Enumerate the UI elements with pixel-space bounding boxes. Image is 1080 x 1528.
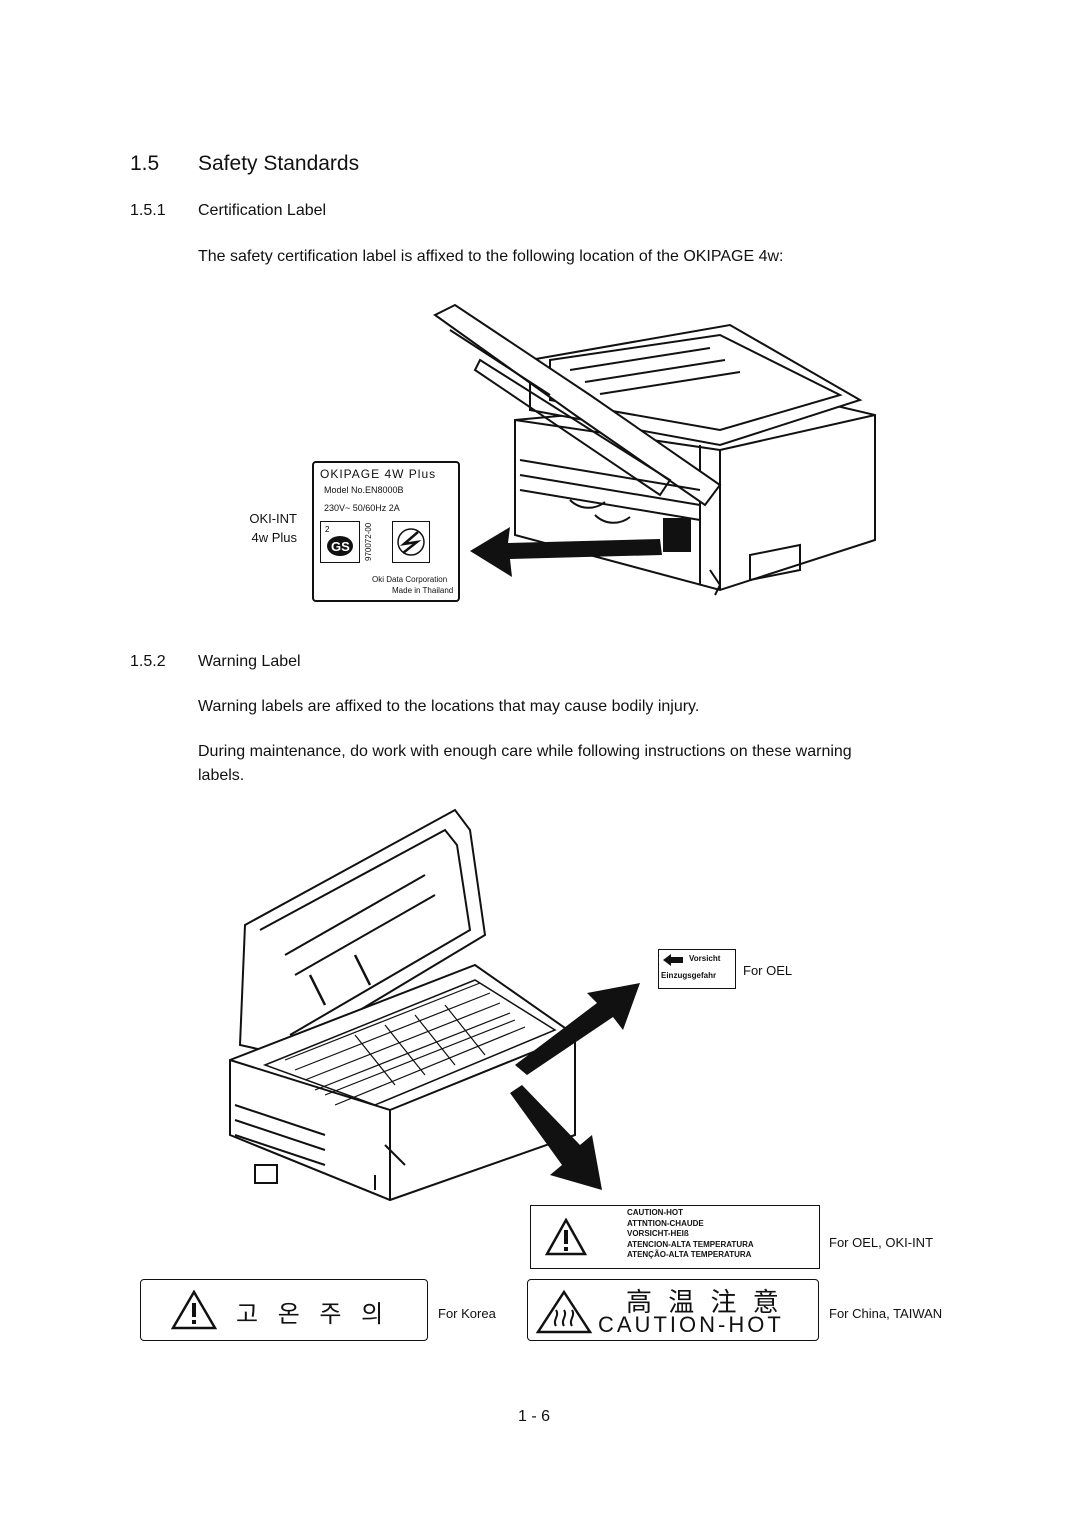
warning-para1: Warning labels are affixed to the locati… (198, 698, 700, 715)
subsection-heading-warning: 1.5.2 Warning Label (130, 653, 301, 671)
subsection-number: 1.5.2 (130, 653, 166, 670)
oel-label-line1: Vorsicht (689, 954, 721, 963)
arrow-to-cert-label (470, 527, 662, 577)
hot-label-l5: ATENÇÃO-ALTA TEMPERATURA (627, 1250, 752, 1259)
arrow-to-hot-label (510, 1085, 602, 1190)
hot-label-l2: ATTNTION-CHAUDE (627, 1218, 704, 1228)
label-maker: Oki Data Corporation (372, 575, 448, 584)
cert-intro: The safety certification label is affixe… (198, 248, 784, 265)
arrow-to-oel-label (515, 983, 640, 1075)
s-mark-icon (392, 521, 430, 563)
certification-label: OKIPAGE 4W Plus Model No.EN8000B 230V~ 5… (312, 461, 460, 602)
china-label-text2: CAUTION-HOT (598, 1312, 784, 1337)
label-origin: Made in Thailand (392, 586, 454, 595)
korea-warning-label: 고 온 주 의 (140, 1279, 428, 1341)
section-number: 1.5 (130, 152, 160, 175)
korea-label-text: 고 온 주 의 (236, 1300, 390, 1328)
korea-caption: For Korea (438, 1306, 496, 1321)
label-rating: 230V~ 50/60Hz 2A (324, 503, 400, 513)
warning-triangle-icon (170, 1289, 218, 1330)
hot-label-text: CAUTION-HOT ATTNTION-CHAUDE VORSICHT-HEI… (627, 1208, 754, 1261)
subsection-heading-cert: 1.5.1 Certification Label (130, 202, 326, 220)
subsection-title: Certification Label (198, 202, 327, 219)
label-serial: 970072-00 (364, 522, 373, 561)
label-model-name: OKIPAGE 4W Plus (320, 467, 437, 481)
hot-surface-icon (535, 1289, 593, 1334)
oel-warning-label: Vorsicht Einzugsgefahr (658, 949, 736, 989)
gs-mark-icon: 2 GS (320, 521, 360, 563)
oel-label-line2: Einzugsgefahr (661, 971, 717, 980)
warning-triangle-icon (544, 1217, 588, 1256)
hot-label-l3: VORSICHT-HEIß (627, 1229, 689, 1238)
subsection-number: 1.5.1 (130, 202, 166, 219)
cert-callout-line1: OKI-INT (249, 511, 297, 526)
page-number: 1 - 6 (518, 1408, 551, 1425)
printer-open-illustration (229, 808, 576, 1202)
hot-label-l1: CAUTION-HOT (627, 1208, 683, 1217)
hot-label-l4: ATENCION-ALTA TEMPERATURA (627, 1239, 754, 1249)
subsection-title: Warning Label (198, 653, 301, 670)
china-caption: For China, TAIWAN (829, 1306, 943, 1321)
section-heading: 1.5 Safety Standards (130, 152, 359, 176)
china-label-text: 高 温 注 意 (626, 1288, 783, 1318)
oel-caption: For OEL (743, 963, 793, 978)
cert-callout: OKI-INT 4w Plus (240, 511, 297, 545)
warning-para2-line2: labels. (198, 767, 245, 784)
arrow-left-icon (663, 954, 683, 966)
svg-text:GS: GS (331, 539, 350, 554)
warning-para2: During maintenance, do work with enough … (198, 740, 978, 788)
svg-text:2: 2 (325, 525, 330, 534)
china-warning-label: 高 温 注 意 CAUTION-HOT (527, 1279, 819, 1341)
section-title: Safety Standards (198, 152, 360, 175)
label-model-no: Model No.EN8000B (324, 485, 404, 495)
warning-para2-line1: During maintenance, do work with enough … (198, 743, 852, 760)
hot-warning-label: CAUTION-HOT ATTNTION-CHAUDE VORSICHT-HEI… (530, 1205, 820, 1269)
cert-callout-line2: 4w Plus (251, 530, 297, 545)
hot-caption: For OEL, OKI-INT (829, 1235, 934, 1250)
